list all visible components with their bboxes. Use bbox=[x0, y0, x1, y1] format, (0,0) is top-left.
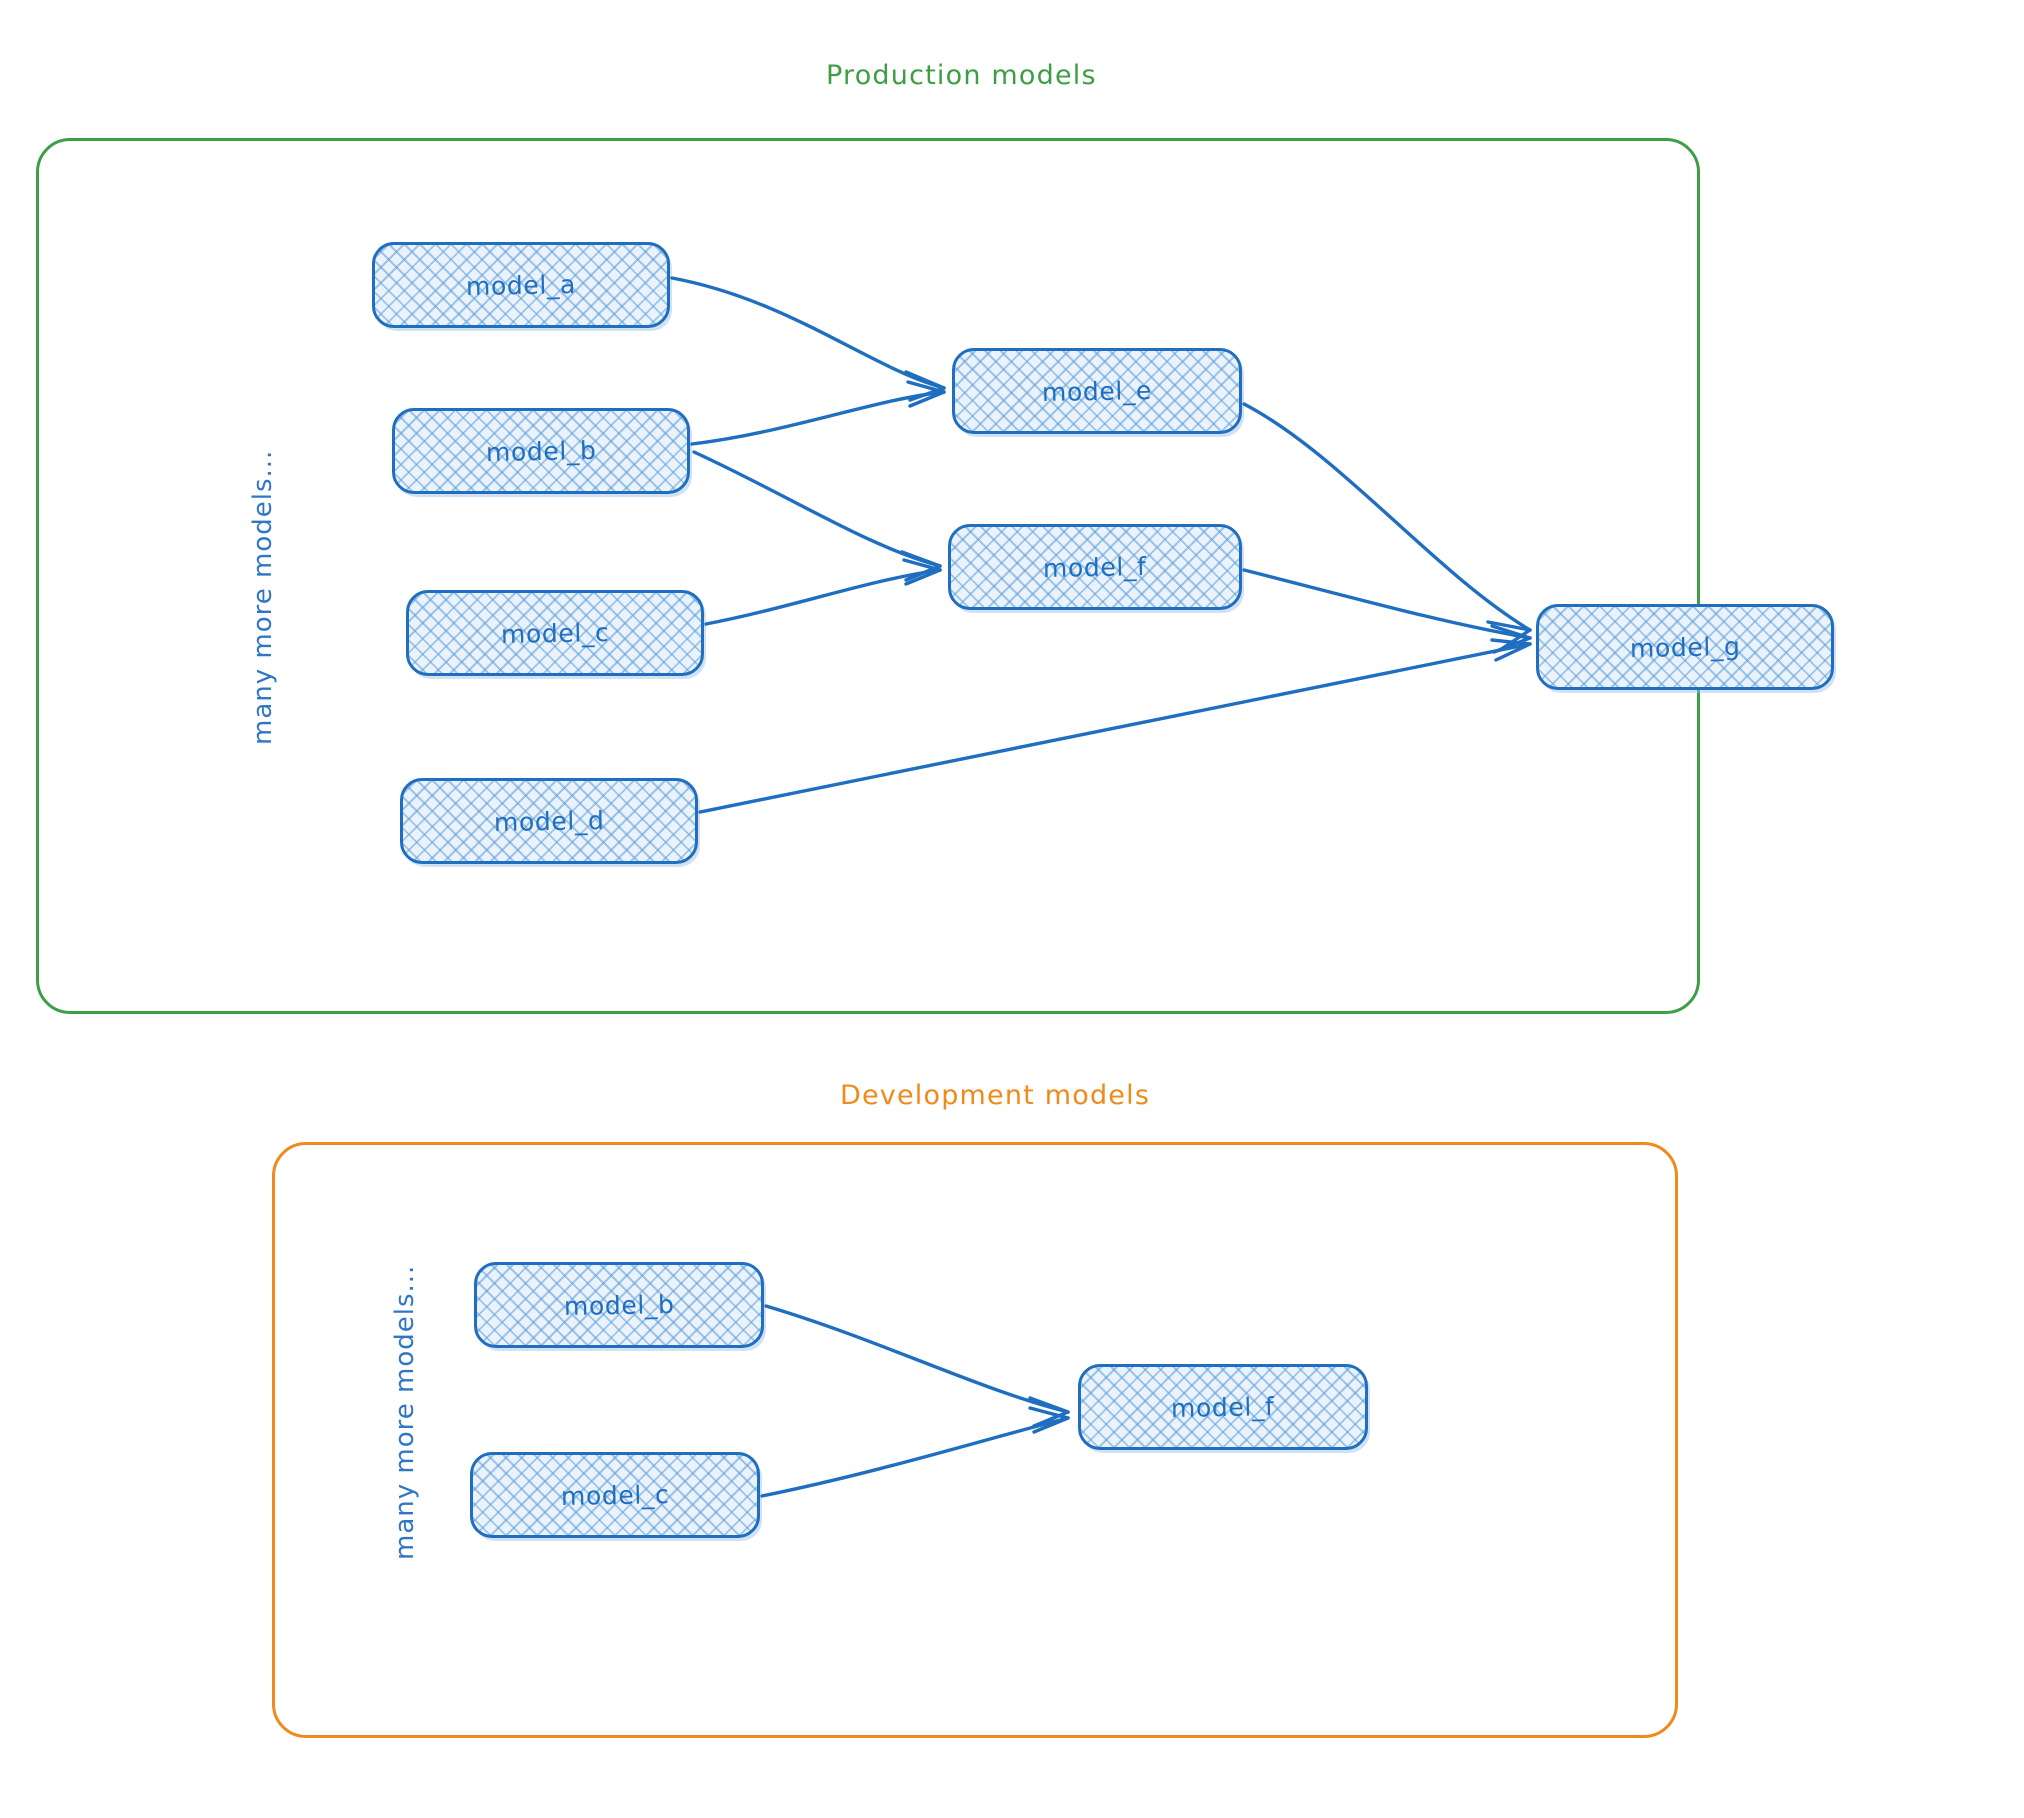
node-model-c[interactable]: model_c bbox=[406, 590, 704, 676]
node-dev-model-f[interactable]: model_f bbox=[1078, 1364, 1368, 1450]
node-model-e[interactable]: model_e bbox=[952, 348, 1242, 434]
node-dev-model-c-label: model_c bbox=[560, 1479, 670, 1511]
node-model-a-label: model_a bbox=[465, 269, 577, 301]
node-model-g-label: model_g bbox=[1629, 631, 1741, 663]
node-dev-model-b-label: model_b bbox=[563, 1289, 675, 1321]
development-many-more-models-label: many more models... bbox=[390, 1264, 420, 1560]
node-model-b[interactable]: model_b bbox=[392, 408, 690, 494]
node-model-c-label: model_c bbox=[500, 617, 610, 649]
node-model-f-label: model_f bbox=[1043, 551, 1147, 583]
development-group-box bbox=[272, 1142, 1678, 1738]
production-group-box bbox=[36, 138, 1700, 1014]
development-group-title: Development models bbox=[840, 1080, 1151, 1111]
node-dev-model-f-label: model_f bbox=[1171, 1391, 1275, 1423]
node-model-f[interactable]: model_f bbox=[948, 524, 1242, 610]
node-model-a[interactable]: model_a bbox=[372, 242, 670, 328]
node-dev-model-c[interactable]: model_c bbox=[470, 1452, 760, 1538]
production-many-more-models-label: many more models... bbox=[248, 449, 278, 745]
node-model-d[interactable]: model_d bbox=[400, 778, 698, 864]
node-model-e-label: model_e bbox=[1041, 375, 1153, 407]
node-model-b-label: model_b bbox=[485, 435, 597, 467]
node-dev-model-b[interactable]: model_b bbox=[474, 1262, 764, 1348]
node-model-g[interactable]: model_g bbox=[1536, 604, 1834, 690]
node-model-d-label: model_d bbox=[493, 805, 605, 837]
production-group-title: Production models bbox=[826, 60, 1097, 91]
